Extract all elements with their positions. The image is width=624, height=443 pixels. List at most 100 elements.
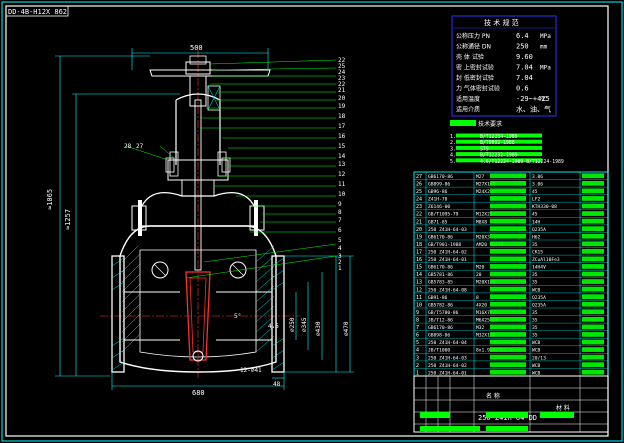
parts-row-material: CK15 bbox=[532, 250, 543, 256]
body-hatch bbox=[121, 245, 275, 353]
callout-6-20: 6 bbox=[338, 227, 342, 234]
tech-req-line-text: 579 bbox=[480, 146, 489, 152]
parts-row-name-bar bbox=[490, 211, 526, 216]
callout-4-22: 4 bbox=[338, 245, 342, 252]
parts-row-code: GB6170-86 bbox=[428, 265, 453, 271]
tech-req-line-text: B/T9092-1988 bbox=[480, 140, 515, 146]
parts-row-name-bar bbox=[490, 233, 526, 239]
parts-row-note-bar bbox=[582, 354, 604, 360]
callout-3-23: 3 bbox=[338, 253, 342, 260]
tech-req-line-bar bbox=[456, 152, 542, 157]
parts-row-name-bar bbox=[490, 339, 526, 345]
spec-row-value: 9.60 bbox=[516, 53, 533, 61]
dim-length: 680 bbox=[192, 389, 205, 397]
parts-row-no: 19 bbox=[416, 234, 422, 240]
parts-row-note-bar bbox=[582, 347, 604, 352]
parts-row-name: M20 bbox=[476, 265, 485, 271]
parts-row-note-bar bbox=[582, 316, 604, 322]
callout-24-2: 24 bbox=[338, 69, 346, 76]
parts-row-code: GB6170-86 bbox=[428, 174, 453, 180]
parts-row-material: LF2 bbox=[532, 197, 541, 203]
spec-row-unit: ℃ bbox=[540, 96, 547, 103]
parts-row-code: GB5783-85 bbox=[428, 280, 453, 286]
parts-row-no: 10 bbox=[416, 302, 422, 308]
parts-row-code: JB/T1000 bbox=[428, 348, 450, 354]
tech-req-line-no: 3. bbox=[450, 146, 456, 152]
parts-row-name-bar bbox=[490, 362, 526, 368]
spec-row-label: 封 低密封试验 bbox=[456, 74, 494, 82]
spec-row-label: 公称通径 DN bbox=[456, 43, 491, 51]
callout-7-19: 7 bbox=[338, 217, 342, 224]
callout-18-8: 18 bbox=[338, 113, 346, 120]
parts-row-no: 23 bbox=[416, 204, 422, 210]
parts-row-material: Q235A bbox=[532, 295, 546, 301]
parts-row-name: 20 bbox=[476, 272, 482, 278]
tech-req-title: 技术要求 bbox=[478, 120, 502, 128]
dim-height-open: ≈1065 bbox=[46, 189, 54, 210]
parts-row-no: 11 bbox=[416, 295, 422, 301]
parts-row-name: M24X2 bbox=[476, 189, 490, 195]
parts-row-name: M27 bbox=[476, 174, 485, 180]
spec-row-label: 壳 体 试验 bbox=[456, 53, 484, 61]
spec-row-value: -29~+425 bbox=[516, 95, 550, 103]
parts-row-material: WCB bbox=[532, 363, 541, 369]
dim-d1: ∅345 bbox=[301, 317, 308, 332]
parts-row-code: JB/T12-86 bbox=[428, 318, 453, 324]
tech-req-line-text: B/T12234-1989 bbox=[480, 134, 518, 140]
tech-req-line-text: 4.6/T12224-1989 B/T12224-1989 bbox=[480, 159, 564, 165]
parts-row-material: KTH330-08 bbox=[532, 204, 557, 210]
parts-row-no: 25 bbox=[416, 189, 422, 195]
parts-row-name-bar bbox=[490, 180, 526, 186]
parts-row-no: 26 bbox=[416, 182, 422, 188]
parts-row-material: 3.06 bbox=[532, 182, 543, 188]
parts-row-material: 35 bbox=[532, 325, 538, 331]
parts-row-code: GB96-86 bbox=[428, 189, 448, 195]
parts-row-code: 250 Z41H-64-01 bbox=[428, 370, 467, 376]
yoke-nut bbox=[189, 75, 207, 107]
parts-row-code: GB6170-86 bbox=[428, 325, 453, 331]
handwheel-nut bbox=[185, 61, 211, 75]
parts-row-note-bar bbox=[582, 301, 604, 307]
parts-row-name: M12X25 bbox=[476, 212, 493, 218]
dimension-lines bbox=[55, 48, 354, 390]
parts-row-note-bar bbox=[582, 256, 604, 262]
gate-valve-section bbox=[100, 50, 300, 378]
title-block: 名 称 材 料 250 Z41H-64-DD bbox=[413, 375, 609, 433]
parts-row-note-bar bbox=[582, 324, 604, 330]
parts-row-name-bar bbox=[490, 354, 526, 360]
parts-row-material: 35 bbox=[532, 318, 538, 324]
parts-row-note-bar bbox=[582, 332, 604, 337]
parts-row-material: 35 bbox=[532, 272, 538, 278]
dim-gap: 4.5 bbox=[268, 323, 279, 330]
tech-req-line-no: 4. bbox=[450, 153, 456, 159]
stem bbox=[194, 99, 202, 271]
callout-leaders bbox=[125, 59, 337, 279]
dim-d3: ∅470 bbox=[343, 321, 350, 336]
parts-row-note-bar bbox=[582, 203, 604, 209]
parts-row-no: 24 bbox=[416, 197, 422, 203]
tech-req-line-no: 5. bbox=[450, 159, 456, 165]
parts-row-code: GB71-85 bbox=[428, 219, 448, 225]
dim-height-total: ≈1257 bbox=[64, 209, 72, 230]
parts-row-code: 250 Z41H-64-01 bbox=[428, 257, 467, 263]
parts-row-no: 22 bbox=[416, 212, 422, 218]
parts-row-material: 45 bbox=[532, 189, 538, 195]
spec-row-label: 适用温度 bbox=[456, 95, 480, 103]
parts-row-no: 4 bbox=[416, 348, 419, 354]
parts-row-name-bar bbox=[490, 188, 526, 194]
parts-row-code: GB/T5780-86 bbox=[428, 310, 459, 316]
bolt-circle-right bbox=[229, 261, 247, 279]
dim-angle: 5° bbox=[234, 313, 241, 320]
parts-row-note-bar bbox=[582, 309, 604, 315]
parts-row-note-bar bbox=[582, 180, 604, 186]
spec-row-label: 公称压力 PN bbox=[456, 32, 490, 40]
parts-row-name-bar bbox=[490, 173, 526, 179]
parts-row-note-bar bbox=[582, 264, 604, 269]
callout-9-17: 9 bbox=[338, 201, 342, 208]
spec-row-unit: MPa bbox=[540, 65, 551, 72]
parts-row-code: 250 Z41H-64-04 bbox=[428, 340, 467, 346]
parts-row-name-bar bbox=[490, 301, 526, 307]
parts-row-note-bar bbox=[582, 286, 604, 292]
parts-row-name-bar bbox=[490, 241, 526, 247]
